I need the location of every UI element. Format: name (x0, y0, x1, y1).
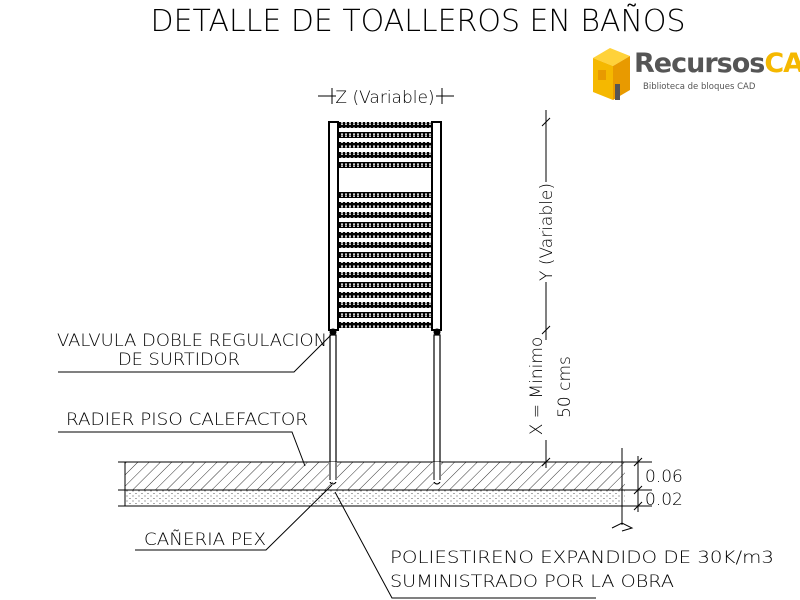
brand-part2: CAD (764, 48, 800, 79)
valve-label-line1: VALVULA DOBLE REGULACION (57, 331, 327, 351)
slab-dimension (611, 448, 652, 532)
pipe-label: CAÑERIA PEX (144, 529, 266, 550)
watermark-brand: RecursosCAD (634, 48, 800, 79)
towel-rail-bar (339, 262, 431, 268)
towel-rail-bar (339, 192, 431, 198)
z-dimension (318, 88, 454, 104)
brand-part1: Recursos (634, 48, 765, 79)
slab-bottom-thickness: 0.02 (645, 490, 683, 510)
radier-label: RADIER PISO CALEFACTOR (66, 410, 308, 430)
towel-rail-bar (339, 292, 431, 298)
recursoscad-watermark: RecursosCAD Biblioteca de bloques CAD (588, 44, 800, 101)
towel-rail-bar (339, 322, 431, 328)
vertical-dimensions (541, 110, 551, 468)
towel-rail-bar (339, 242, 431, 248)
valve-right-icon (433, 328, 441, 336)
towel-rail-bar (339, 232, 431, 238)
watermark-tagline: Biblioteca de bloques CAD (643, 82, 756, 92)
towel-rail (328, 121, 442, 336)
x-dimension-value: 50 cms (555, 356, 575, 418)
towel-rail-bar (339, 142, 431, 148)
towel-rail-bar (339, 202, 431, 208)
towel-rail-bar (339, 302, 431, 308)
towel-rail-bar (339, 212, 431, 218)
towel-rail-bar (339, 312, 431, 318)
towel-rail-bar (339, 222, 431, 228)
recursoscad-logo-icon (593, 48, 630, 100)
slab-top-thickness: 0.06 (645, 467, 683, 487)
towel-rail-bar (339, 252, 431, 258)
valve-label-line2: DE SURTIDOR (118, 350, 240, 370)
valve-left-icon (329, 328, 337, 336)
drawing-title: DETALLE DE TOALLEROS EN BAÑOS (151, 2, 686, 39)
leader-lines (58, 333, 596, 599)
z-dimension-label: Z (Variable) (335, 88, 434, 108)
floor-slab (118, 461, 625, 507)
insulation-label-line1: POLIESTIRENO EXPANDIDO DE 30K/m3 (390, 548, 774, 568)
towel-rail-bar (339, 282, 431, 288)
towel-rail-bar (339, 272, 431, 278)
towel-rail-bar (339, 122, 431, 128)
towel-rail-bar (339, 132, 431, 138)
y-dimension-label: Y (Variable) (537, 183, 557, 281)
towel-rail-bar (339, 162, 431, 168)
towel-rail-bar (339, 152, 431, 158)
insulation-label-line2: SUMINISTRADO POR LA OBRA (390, 572, 674, 592)
x-dimension-label: X = Minimo (527, 337, 547, 436)
